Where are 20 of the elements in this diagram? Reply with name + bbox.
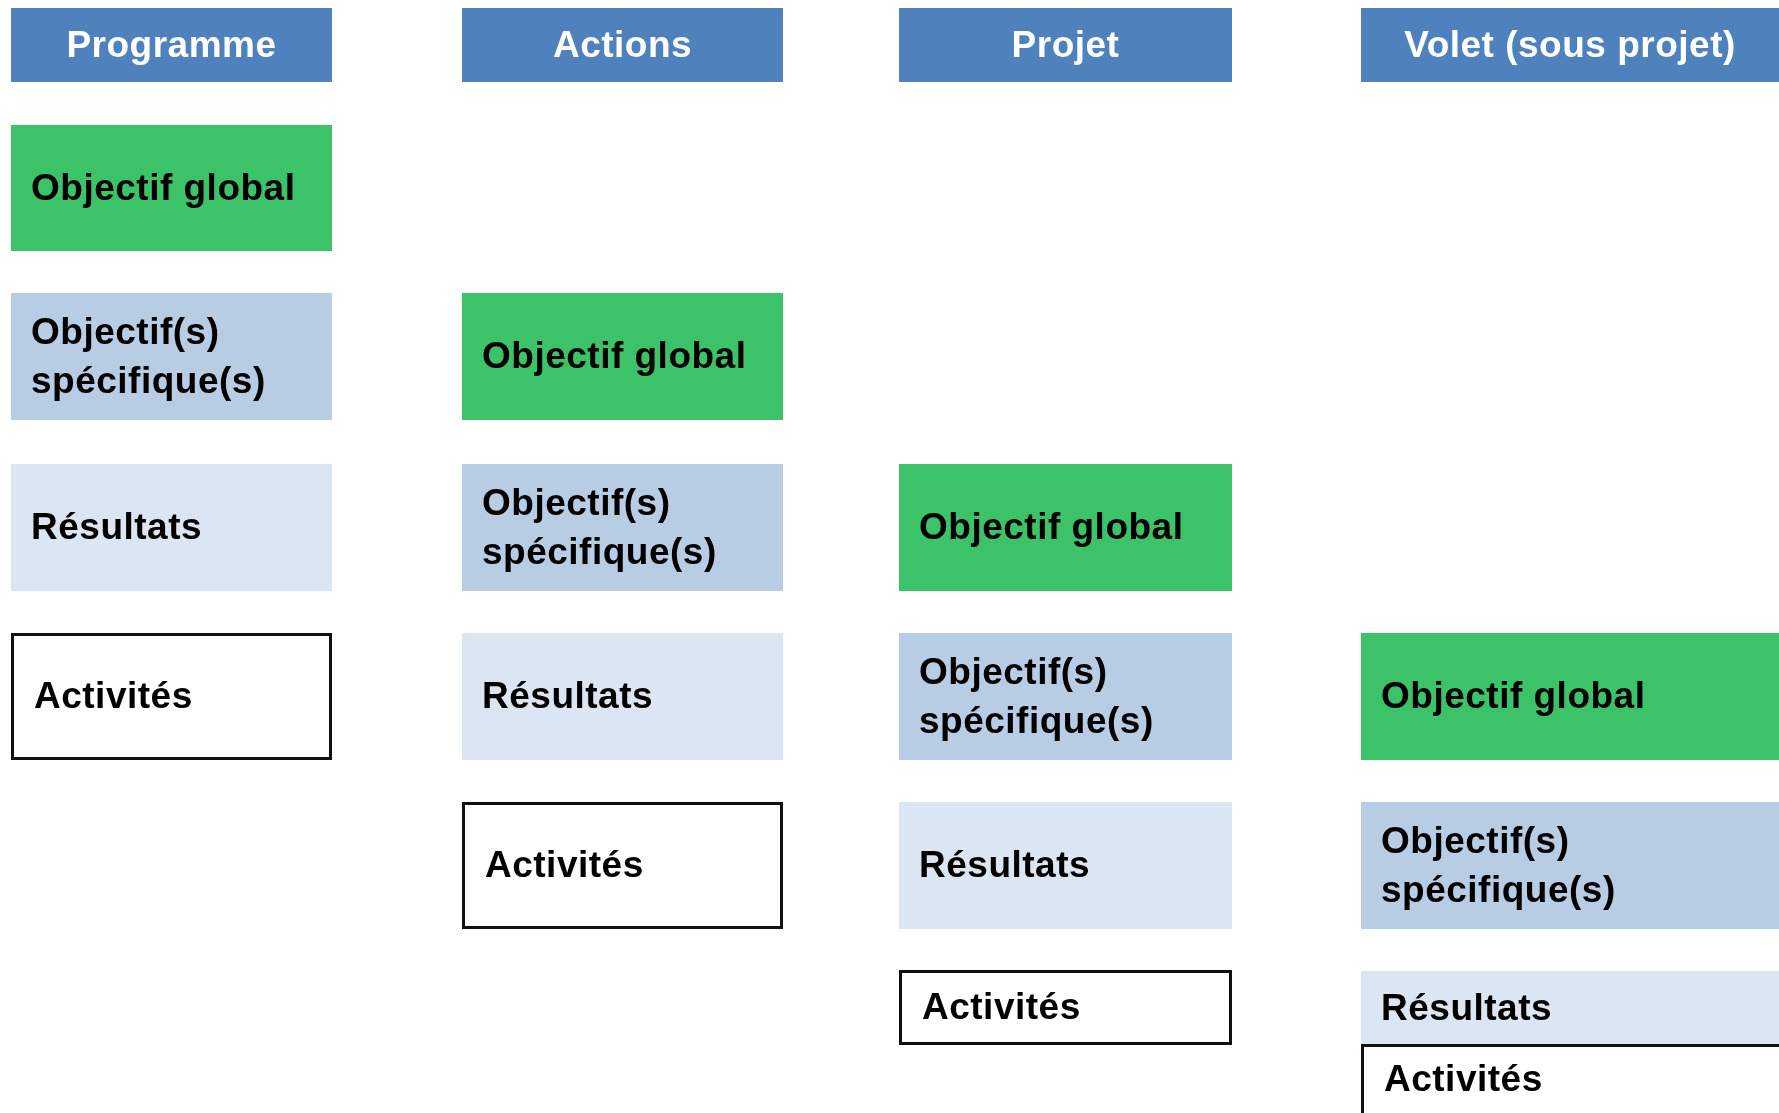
column-header: Projet	[899, 8, 1232, 82]
result-box: Résultats	[899, 802, 1232, 929]
activity-box: Activités	[1361, 1044, 1779, 1113]
objective-box: Objectif(s) spécifique(s)	[462, 464, 783, 591]
objective-box: Objectif(s) spécifique(s)	[1361, 802, 1779, 929]
column-header: Volet (sous projet)	[1361, 8, 1779, 82]
activity-box: Activités	[462, 802, 783, 929]
objective-box: Objectif global	[1361, 633, 1779, 760]
objective-box: Objectif(s) spécifique(s)	[11, 293, 332, 420]
result-box: Résultats	[11, 464, 332, 591]
objective-box: Objectif global	[899, 464, 1232, 591]
objective-box: Objectif global	[462, 293, 783, 420]
result-box: Résultats	[462, 633, 783, 760]
objective-box: Objectif global	[11, 125, 332, 251]
column-header: Programme	[11, 8, 332, 82]
objective-box: Objectif(s) spécifique(s)	[899, 633, 1232, 760]
column-header: Actions	[462, 8, 783, 82]
activity-box: Activités	[11, 633, 332, 760]
result-box: Résultats	[1361, 971, 1779, 1045]
activity-box: Activités	[899, 970, 1232, 1045]
